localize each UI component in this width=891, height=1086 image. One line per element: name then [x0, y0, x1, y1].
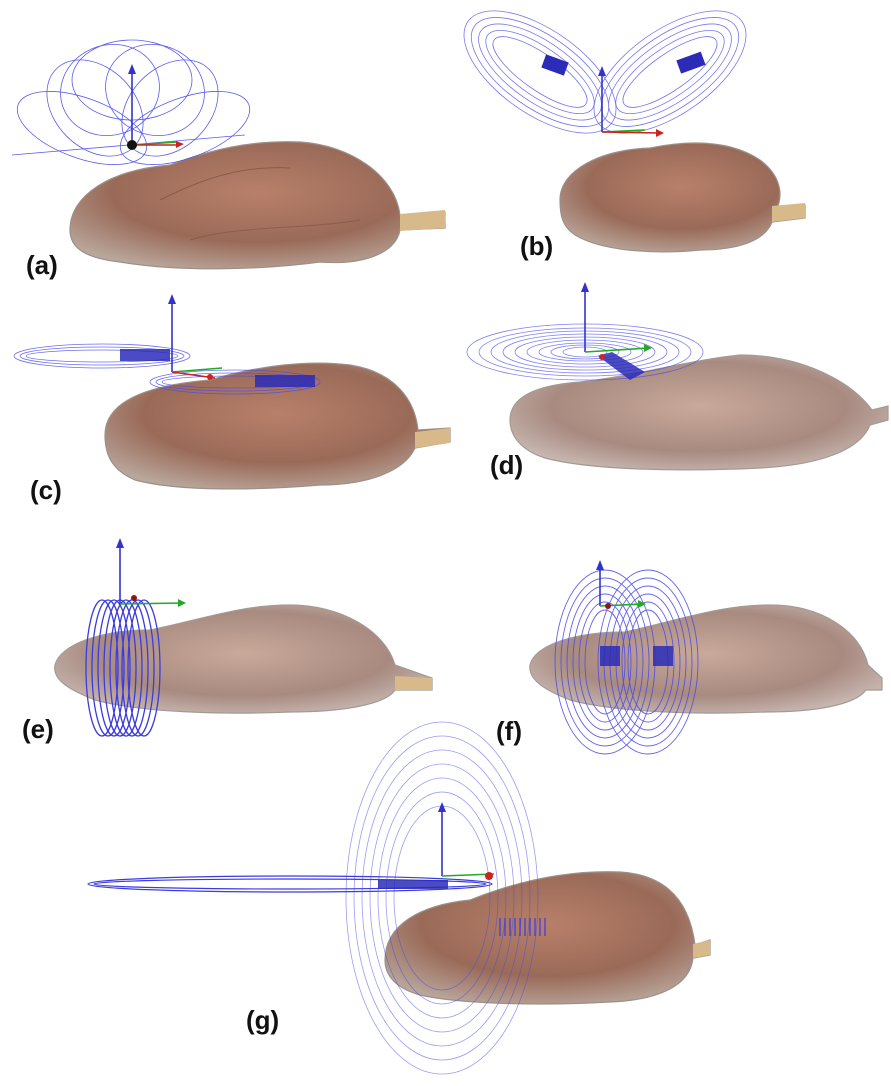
panel-label-e: (e) [22, 714, 54, 744]
mouse-body-g [385, 872, 710, 1004]
panel-label-a: (a) [26, 250, 58, 280]
coil-b [444, 0, 766, 157]
axes-d [581, 282, 652, 360]
coil-dense-b-left [541, 54, 568, 75]
axes-e [116, 538, 186, 607]
panel-label-b: (b) [520, 231, 553, 261]
axes-c [168, 294, 222, 380]
panel-label-g: (g) [246, 1005, 279, 1035]
axes-g [438, 802, 494, 880]
panel-d: (d) [467, 282, 888, 480]
mouse-body-a [70, 142, 446, 269]
panel-b: (b) [444, 0, 805, 261]
coil-dense-f-right [653, 646, 673, 666]
mouse-body-d [510, 355, 888, 470]
coil-dense-f-left [600, 646, 620, 666]
axes-a [127, 64, 184, 150]
panel-a: (a) [8, 31, 446, 280]
mouse-body-f [530, 605, 882, 713]
panel-label-c: (c) [30, 475, 62, 505]
coil-dense-b-right [676, 52, 705, 74]
panel-f: (f) [496, 560, 882, 754]
panel-g: (g) [88, 722, 710, 1074]
coil-dense-g-flat [378, 880, 448, 889]
panel-c: (c) [14, 294, 450, 505]
panel-label-f: (f) [496, 716, 522, 746]
mouse-body-b [560, 143, 805, 252]
coil-dense-c-right [255, 375, 315, 387]
coil-dense-c-left [120, 349, 170, 361]
panel-label-d: (d) [490, 450, 523, 480]
panel-e: (e) [22, 538, 432, 744]
